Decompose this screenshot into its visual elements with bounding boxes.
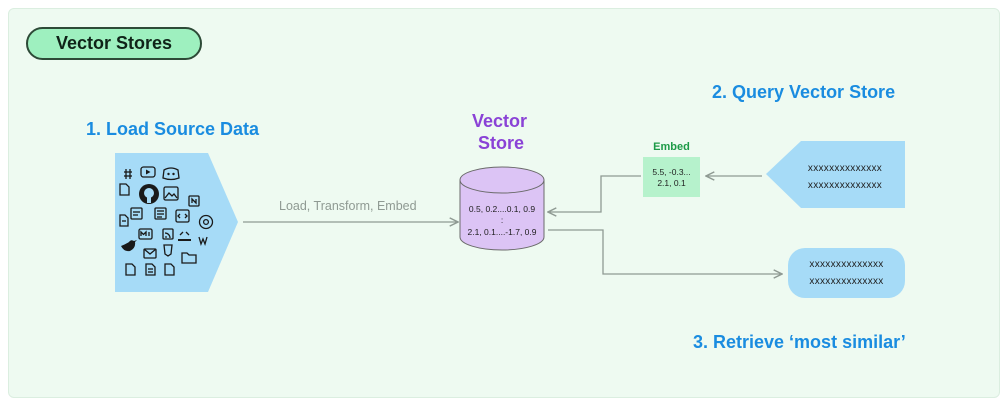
step-load-heading: 1. Load Source Data — [86, 119, 260, 139]
wikipedia-icon — [198, 236, 208, 247]
vector-store-cylinder — [459, 166, 545, 251]
code-file-icon — [175, 209, 190, 223]
markdown-icon — [138, 228, 153, 240]
rss-icon — [162, 228, 174, 240]
result-box — [788, 248, 905, 298]
step-query-heading: 2. Query Vector Store — [712, 82, 896, 102]
query-shape — [766, 141, 905, 208]
github-icon — [139, 184, 159, 204]
youtube-icon — [140, 166, 156, 178]
image-icon — [163, 186, 179, 201]
html-icon — [178, 231, 191, 241]
notion-icon — [188, 195, 200, 207]
folder-icon — [181, 252, 197, 264]
store-vector-row-1: 0.5, 0.2....0.1, 0.9 — [468, 204, 536, 214]
store-vector-ellipsis: : — [500, 215, 504, 225]
vector-store-title-line1: Vector — [472, 111, 528, 131]
store-vector-row-2: 2.1, 0.1....-1.7, 0.9 — [467, 227, 537, 237]
query-text-line-2: xxxxxxxxxxxxxx — [807, 180, 883, 191]
source-icons — [119, 166, 214, 276]
word-file-icon — [119, 214, 129, 227]
result-text-line-2: xxxxxxxxxxxxxx — [809, 276, 884, 287]
step-retrieve-heading: 3. Retrieve ‘most similar’ — [693, 332, 906, 352]
file-icon — [164, 263, 175, 276]
embed-box — [643, 157, 700, 197]
result-text-line-1: xxxxxxxxxxxxxx — [809, 259, 884, 270]
slack-icon — [124, 169, 132, 179]
file-icon — [125, 263, 136, 276]
file-icon — [119, 183, 130, 196]
spreadsheet-icon — [145, 263, 156, 276]
store-to-result-arrow — [548, 229, 782, 274]
markdown-icon — [154, 207, 167, 220]
embed-vector-row-1: 5.5, -0.3... — [652, 167, 691, 177]
title-badge: Vector Stores — [26, 27, 202, 60]
discord-icon — [162, 167, 180, 181]
mail-icon — [143, 248, 157, 259]
chrome-icon — [198, 214, 214, 230]
pdf-icon — [130, 207, 143, 220]
embed-to-store-arrow — [548, 175, 641, 212]
query-text-line-1: xxxxxxxxxxxxxx — [807, 163, 883, 174]
vector-store-title-line2: Store — [478, 133, 525, 153]
twitter-icon — [121, 240, 137, 252]
css-file-icon — [163, 244, 173, 257]
title-badge-label: Vector Stores — [55, 33, 173, 53]
embed-title: Embed — [653, 141, 690, 153]
source-data-shape — [115, 153, 238, 292]
embed-vector-row-2: 2.1, 0.1 — [657, 178, 686, 188]
load-transform-embed-label: Load, Transform, Embed — [279, 199, 417, 213]
